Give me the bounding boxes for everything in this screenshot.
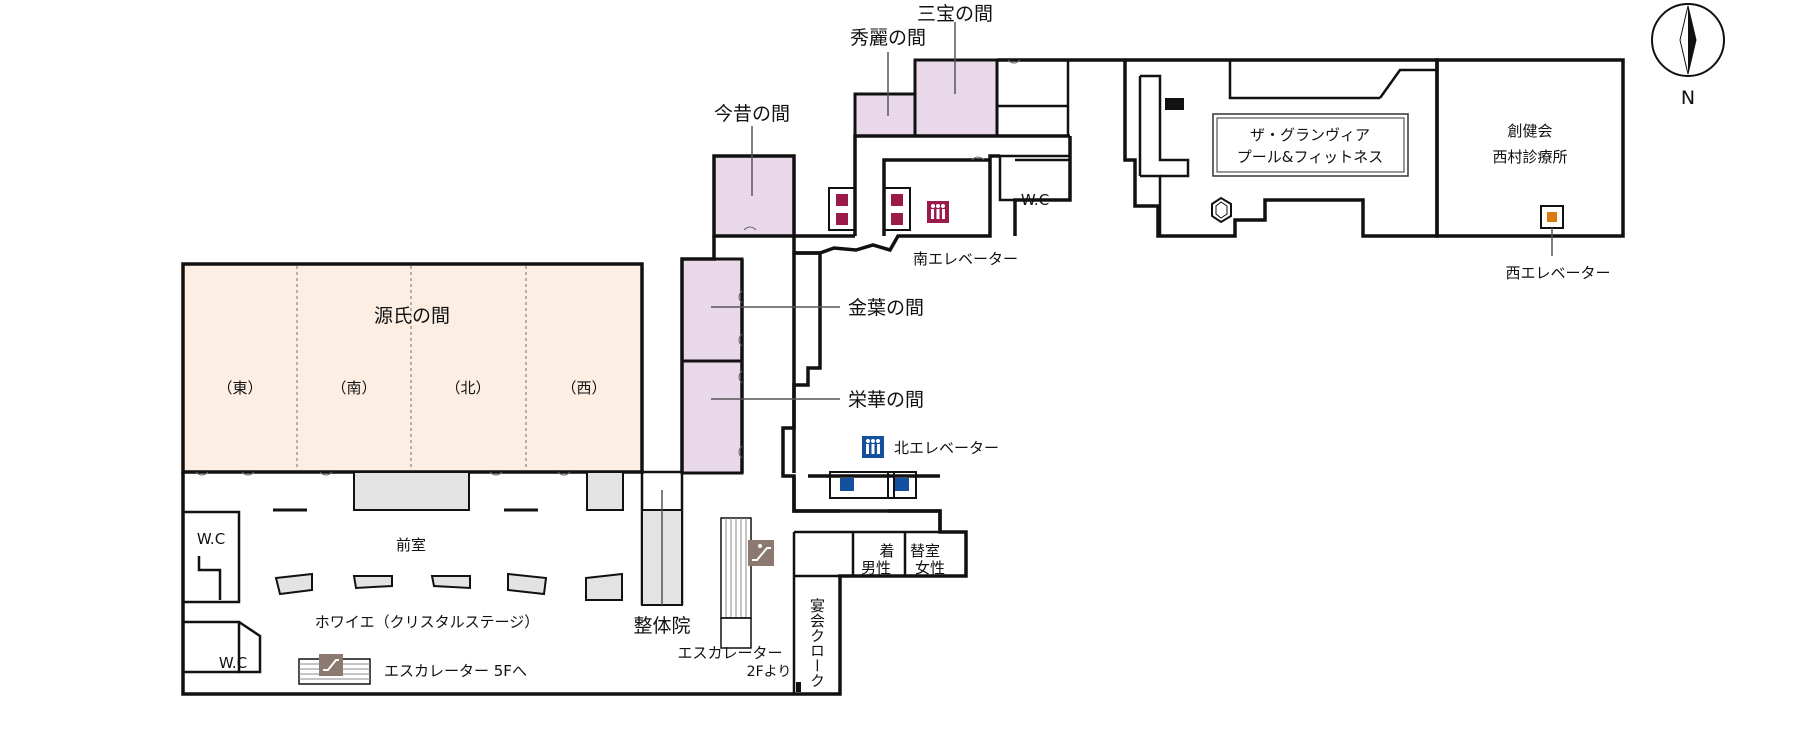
foyer-label: ホワイエ（クリスタルステージ） — [315, 613, 540, 631]
konjaku-room[interactable] — [712, 154, 796, 238]
seitai-label: 整体院 — [633, 615, 690, 637]
north-elevator-icon — [862, 436, 884, 458]
cloak-label: 宴会クローク — [808, 597, 826, 688]
genji-south-label: （南） — [331, 379, 376, 397]
female-label: 女性 — [915, 559, 945, 577]
genji-east-label: （東） — [217, 379, 262, 397]
genji-north-label: （北） — [445, 379, 490, 397]
south-elevator-label: 南エレベーター — [913, 250, 1018, 268]
north-elevator-car — [895, 478, 909, 491]
eika-room[interactable] — [680, 359, 744, 475]
genji-label: 源氏の間 — [374, 305, 450, 327]
escalator-icon — [748, 540, 774, 566]
compass-icon — [1651, 3, 1725, 77]
wc-label: W.C — [219, 654, 247, 672]
escalator-5f[interactable] — [298, 654, 371, 685]
shurei-room[interactable] — [853, 92, 917, 138]
clinic-room[interactable] — [1435, 58, 1625, 238]
sanpo-room[interactable] — [913, 58, 999, 138]
escalator-5f-label: エスカレーター 5Fへ — [384, 662, 527, 680]
konjaku-label: 今昔の間 — [714, 103, 790, 125]
sanpo-label: 三宝の間 — [917, 3, 993, 25]
clinic-label-2: 西村診療所 — [1492, 148, 1567, 166]
escalator-2f-label-1: エスカレーター — [677, 644, 782, 662]
antechamber-label: 前室 — [396, 536, 426, 554]
south-elevator-car — [836, 194, 848, 206]
clinic-label-1: 創健会 — [1507, 122, 1552, 140]
south-elevator-car — [836, 213, 848, 225]
wc-label: W.C — [1021, 191, 1049, 209]
pool-label-1: ザ・グランヴィア — [1250, 126, 1370, 144]
south-elevator-car — [891, 213, 903, 225]
north-elevator-label: 北エレベーター — [894, 439, 999, 457]
wc-left-upper[interactable] — [181, 510, 241, 604]
south-elevator-icon — [927, 201, 949, 223]
dressing-label-1: 着 — [879, 542, 894, 560]
hexagon-feature — [1211, 196, 1232, 224]
shurei-label: 秀麗の間 — [850, 27, 926, 49]
escalator-2f-label-2: 2Fより — [747, 664, 792, 680]
wc-label: W.C — [197, 530, 225, 548]
north-label: N — [1681, 87, 1695, 109]
dressing-label-2: 替室 — [910, 542, 940, 560]
genji-hall[interactable] — [181, 262, 644, 474]
genji-west-label: （西） — [561, 379, 606, 397]
eika-label: 栄華の間 — [848, 389, 924, 411]
stage-counter — [353, 471, 470, 511]
south-elevator-car — [891, 194, 903, 206]
escalator-2f[interactable] — [720, 517, 752, 649]
pool-block — [1123, 58, 1439, 238]
west-elevator — [1540, 205, 1564, 229]
kinyo-room[interactable] — [680, 257, 744, 363]
male-label: 男性 — [861, 559, 891, 577]
pool-label-2: プール&フィットネス — [1237, 148, 1383, 166]
wc-south[interactable] — [998, 154, 1072, 202]
kinyo-label: 金葉の間 — [848, 297, 924, 319]
north-elevator-car — [840, 478, 854, 491]
wc-left-lower[interactable] — [181, 620, 241, 674]
west-elevator-label: 西エレベーター — [1505, 264, 1610, 282]
